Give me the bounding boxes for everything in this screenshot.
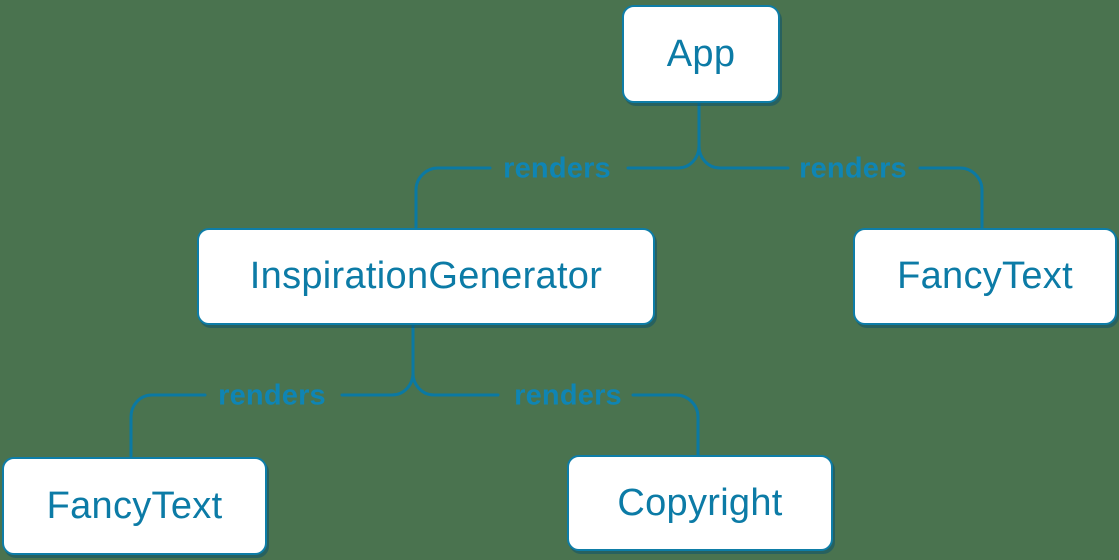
edge-inspirationgenerator-fancytext-line [340, 324, 415, 397]
node-fancy-text: FancyText [853, 228, 1117, 325]
node-app: App [622, 5, 780, 103]
edge-inspirationgenerator-fancytext-drop [129, 393, 207, 458]
edge-label-renders: renders [218, 379, 326, 412]
node-copyright: Copyright [567, 455, 833, 551]
edge-inspirationgenerator-copyright-drop [631, 393, 700, 456]
node-fancy-text: FancyText [2, 457, 267, 555]
edge-label-renders: renders [799, 152, 907, 185]
edge-label-renders: renders [503, 152, 611, 185]
edge-app-fancytext-line [697, 144, 790, 170]
edge-app-inspirationgenerator-line [626, 102, 701, 170]
edge-label-renders: renders [514, 379, 622, 412]
node-inspiration-generator: InspirationGenerator [197, 228, 655, 325]
edge-app-fancytext-drop [918, 166, 984, 229]
edge-app-inspirationgenerator-drop [414, 166, 492, 229]
edge-inspirationgenerator-copyright-line [411, 371, 500, 397]
